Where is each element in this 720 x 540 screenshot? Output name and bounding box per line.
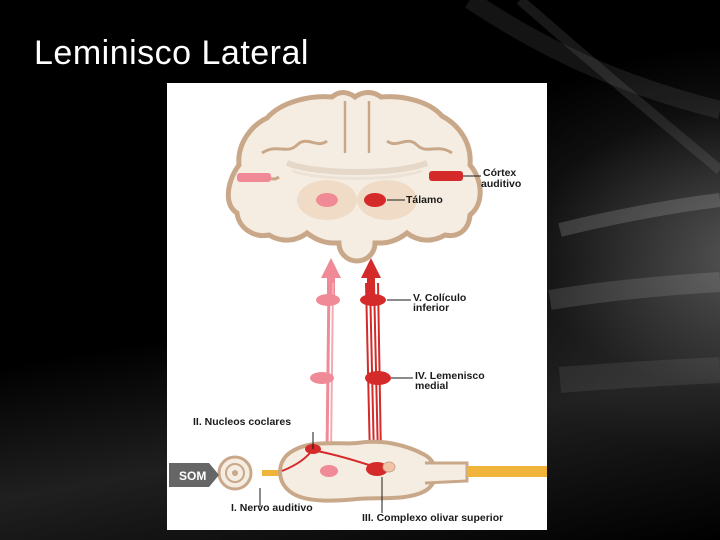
cortex-label-2: auditivo: [481, 178, 521, 190]
coliculo-label-2: inferior: [413, 302, 449, 314]
olive-left: [320, 465, 338, 477]
cortex-right-marker: [429, 171, 463, 181]
nucleos-label: II. Nucleos coclares: [193, 416, 291, 428]
cortex-left-marker: [237, 173, 271, 182]
thalamus-right-nucleus: [364, 193, 386, 207]
coliculo-right: [360, 294, 386, 306]
auditory-pathway-figure: SOM Córtex auditivo Tálamo V. Colículo i…: [167, 83, 547, 530]
pathway-light: [310, 258, 341, 470]
lemnisco-right: [365, 371, 391, 385]
slide-title: Leminisco Lateral: [34, 34, 309, 73]
som-label: SOM: [179, 469, 206, 483]
coliculo-left: [316, 294, 340, 306]
lemnisco-label-2: medial: [415, 380, 448, 392]
complexo-label: III. Complexo olivar superior: [362, 512, 503, 524]
thalamus-left-nucleus: [316, 193, 338, 207]
brainstem-section: SOM: [169, 442, 547, 501]
lemnisco-left: [310, 372, 334, 384]
pathway-dark: [360, 258, 391, 458]
auditory-pathway-diagram: SOM Córtex auditivo Tálamo V. Colículo i…: [167, 83, 547, 530]
nervo-label: I. Nervo auditivo: [231, 502, 313, 514]
talamo-label: Tálamo: [406, 194, 443, 206]
brainstem-outline: [280, 442, 435, 501]
brain-section: [228, 93, 480, 262]
